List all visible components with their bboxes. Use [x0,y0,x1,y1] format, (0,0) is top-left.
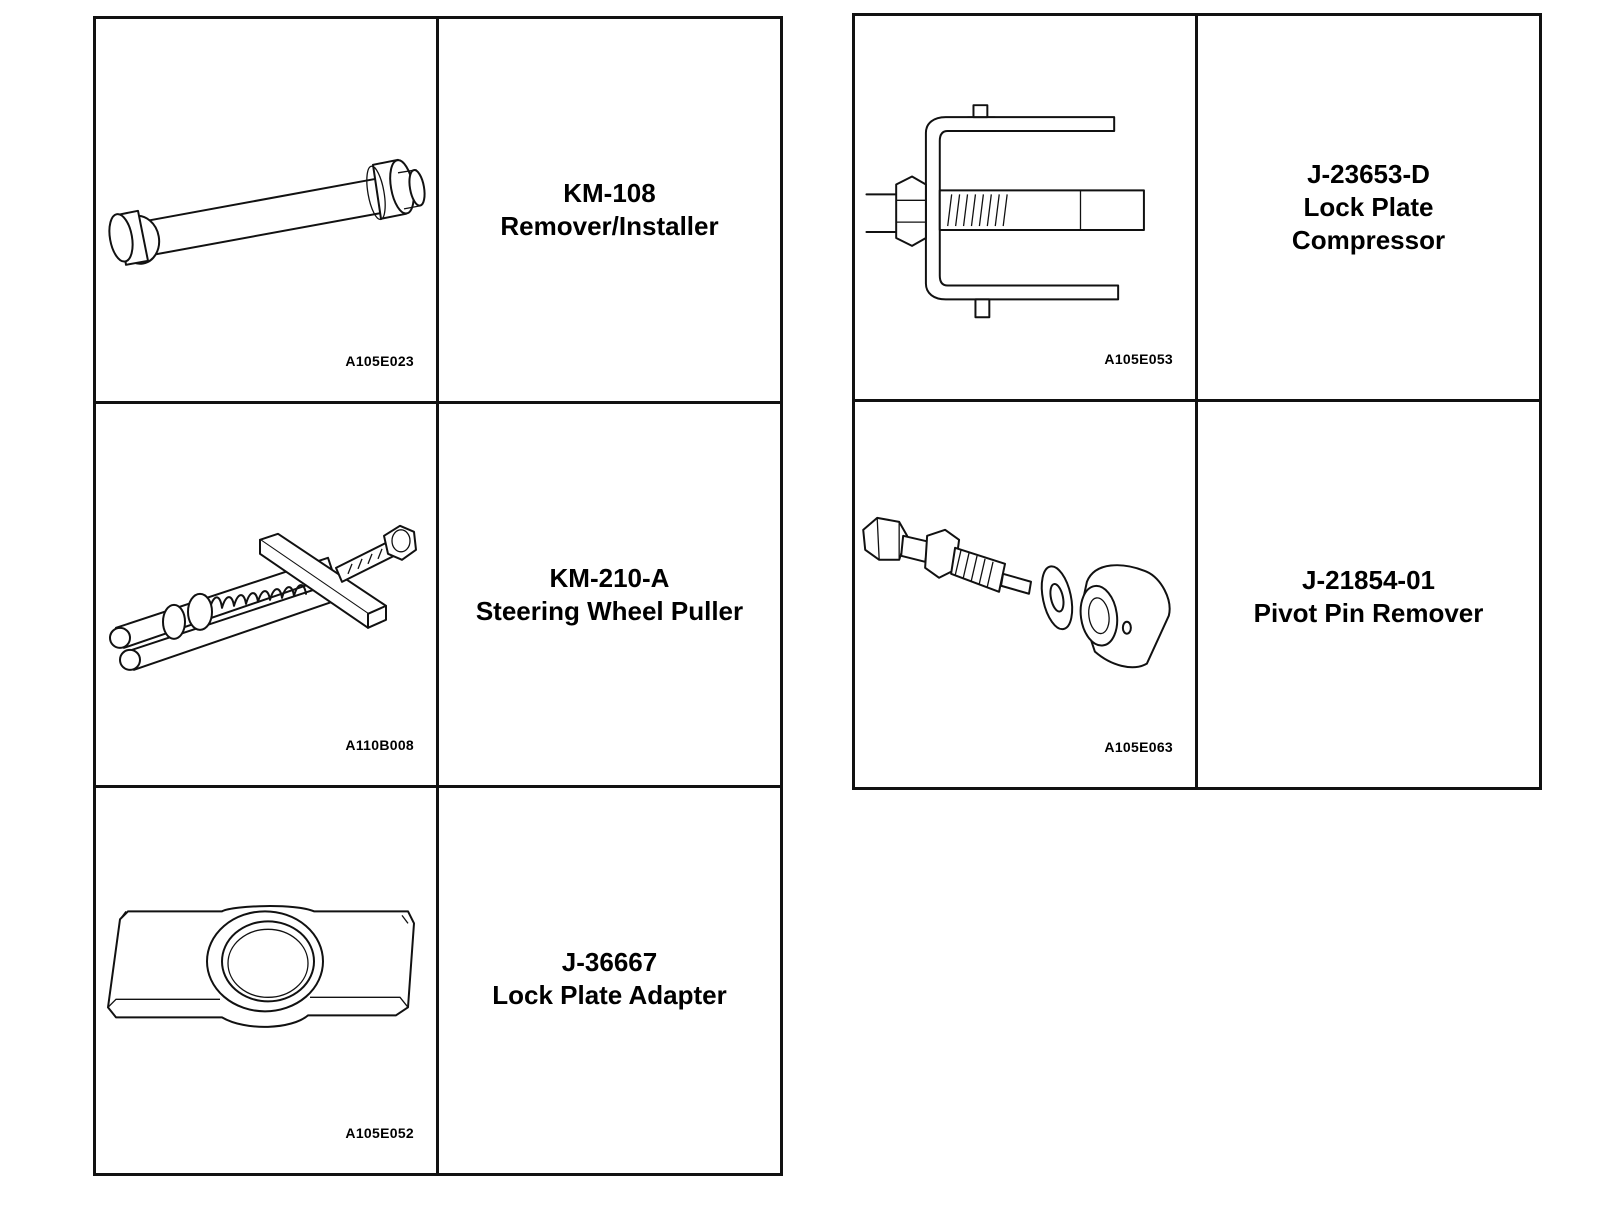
figure-code: A105E063 [1104,739,1173,755]
tool-label-cell: J-21854-01 Pivot Pin Remover [1198,402,1539,788]
tool-illustration-cell: A105E023 [96,19,439,404]
tool-number: KM-210-A [549,562,670,593]
tool-label-cell: KM-210-A Steering Wheel Puller [439,404,780,789]
tool-number: KM-108 [563,178,656,208]
figure-code: A110B008 [345,737,414,754]
tool-table-right: A105E053 J-23653-D Lock Plate Compressor [852,13,1542,790]
figure-code: A105E023 [345,352,414,369]
remover-installer-icon [108,158,426,266]
tool-table-left: A105E023 KM-108 Remover/Installer A1 [93,16,783,1176]
lock-plate-adapter-icon [107,905,415,1029]
lock-plate-compressor-icon [865,104,1145,319]
tool-number: J-36667 [561,947,658,978]
tool-name: Remover/Installer [500,211,719,241]
tool-illustration-cell: A110B008 [96,403,439,789]
tool-label-cell: J-23653-D Lock Plate Compressor [1198,16,1539,402]
steering-wheel-puller-icon [109,524,417,671]
tool-illustration-cell: A105E053 [855,16,1198,402]
tool-name: Pivot Pin Remover [1253,597,1484,628]
pivot-pin-remover-icon [862,516,1171,668]
tool-illustration-cell: A105E052 [96,788,439,1173]
tool-illustration-cell: A105E063 [855,401,1198,787]
tool-name: Lock Plate [1303,192,1434,222]
figure-code: A105E053 [1104,350,1173,367]
tool-name: Compressor [1291,225,1446,255]
tool-label-cell: KM-108 Remover/Installer [439,19,780,404]
tool-name: Lock Plate Adapter [492,980,727,1011]
tool-number: J-23653-D [1307,159,1430,189]
figure-code: A105E052 [345,1124,414,1141]
tool-name: Steering Wheel Puller [475,595,744,626]
tool-number: J-21854-01 [1302,564,1435,595]
tool-label-cell: J-36667 Lock Plate Adapter [439,788,780,1173]
